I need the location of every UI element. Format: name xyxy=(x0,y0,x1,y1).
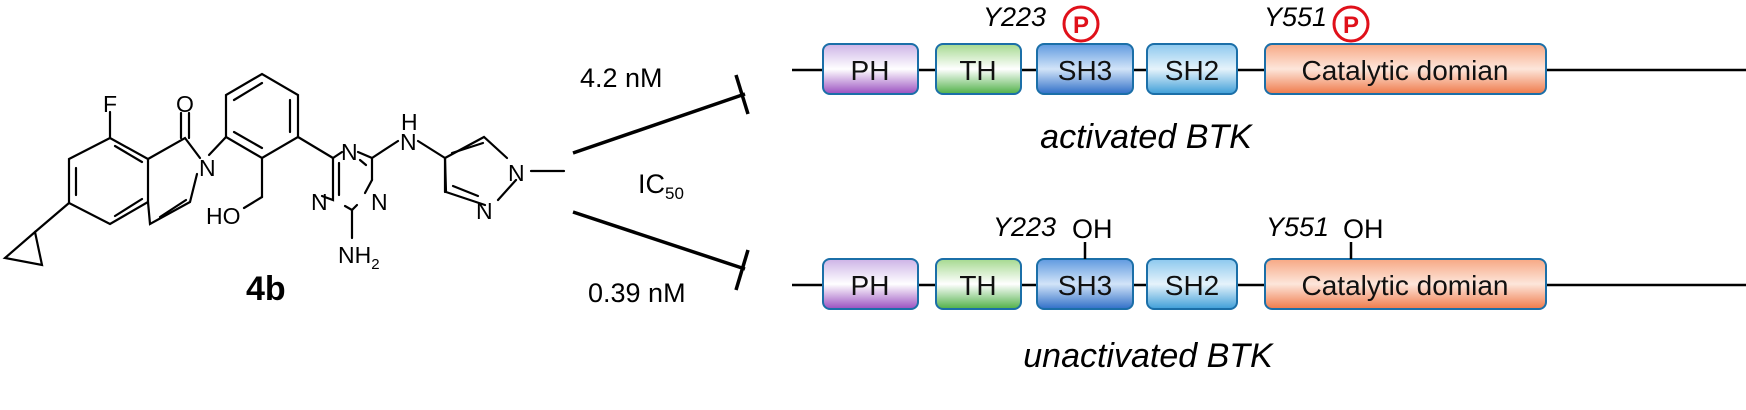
domain-ph-box xyxy=(822,258,919,310)
ic50-bottom-value: 0.39 nM xyxy=(588,278,686,308)
unactivated-caption: unactivated BTK xyxy=(1023,337,1274,375)
atom-pyrazole-n2: N xyxy=(476,198,493,224)
domain-catalytic-box xyxy=(1264,43,1547,95)
inhibit-bar-bottom xyxy=(734,249,750,291)
atom-carbonyl-oxygen: O xyxy=(176,91,194,117)
domain-sh3-label: SH3 xyxy=(1058,55,1112,86)
site-y551: Y551 xyxy=(1264,2,1327,32)
domain-th-label: TH xyxy=(959,270,996,301)
molecule-4b: F O N HO N N N H N NH2 N N 4b xyxy=(2,72,566,308)
hydroxyl-mark-2: OH xyxy=(1343,214,1384,244)
atom-triazine-n1: N xyxy=(341,139,358,165)
phospho-circle-1 xyxy=(1062,5,1100,43)
phospho-circle-2 xyxy=(1332,5,1370,43)
site-y223: Y223 xyxy=(993,212,1056,242)
unactivated-btk: PH TH SH3 SH2 Catalytic domian Y223 OH Y… xyxy=(792,212,1746,375)
activated-btk: PH TH SH3 SH2 Catalytic domian Y223 P Y5… xyxy=(792,2,1746,156)
atom-amide-nitrogen: N xyxy=(199,155,216,181)
atom-amino-group: NH2 xyxy=(338,242,380,273)
domain-catalytic-label: Catalytic domian xyxy=(1302,270,1509,301)
domain-ph-box xyxy=(822,43,919,95)
domain-sh2-box xyxy=(1146,43,1238,95)
phospho-mark-1: P xyxy=(1073,12,1089,39)
domain-sh2-label: SH2 xyxy=(1165,270,1219,301)
domain-th-label: TH xyxy=(959,55,996,86)
phospho-mark-2: P xyxy=(1343,12,1359,39)
domain-sh3-label: SH3 xyxy=(1058,270,1112,301)
atom-triazine-n3: N xyxy=(371,189,388,215)
inhibit-bar-top xyxy=(734,74,750,115)
inhibit-line-top xyxy=(572,92,746,155)
domain-th-box xyxy=(935,43,1022,95)
atom-pyrazole-n1: N xyxy=(508,160,525,186)
domain-th-box xyxy=(935,258,1022,310)
domain-catalytic-label: Catalytic domian xyxy=(1302,55,1509,86)
site-y551: Y551 xyxy=(1266,212,1329,242)
ic50-top-value: 4.2 nM xyxy=(580,63,663,93)
domain-sh2-label: SH2 xyxy=(1165,55,1219,86)
ic50-label: IC50 xyxy=(638,169,684,203)
inhibit-line-bottom xyxy=(572,210,746,271)
atom-triazine-n2: N xyxy=(311,189,328,215)
compound-label: 4b xyxy=(246,270,286,308)
atom-hydroxyl: HO xyxy=(206,203,241,229)
domain-ph-label: PH xyxy=(851,55,890,86)
hydroxyl-mark-1: OH xyxy=(1072,214,1113,244)
inhibition-arrows: 4.2 nM IC50 0.39 nM xyxy=(572,63,750,308)
activated-caption: activated BTK xyxy=(1040,118,1253,156)
atom-amine-h: H xyxy=(401,109,418,135)
site-y223: Y223 xyxy=(983,2,1046,32)
domain-catalytic-box xyxy=(1264,258,1547,310)
domain-sh3-box xyxy=(1036,43,1134,95)
atom-amine-n: N xyxy=(400,129,417,155)
domain-sh2-box xyxy=(1146,258,1238,310)
atom-fluorine: F xyxy=(103,91,117,117)
domain-ph-label: PH xyxy=(851,270,890,301)
